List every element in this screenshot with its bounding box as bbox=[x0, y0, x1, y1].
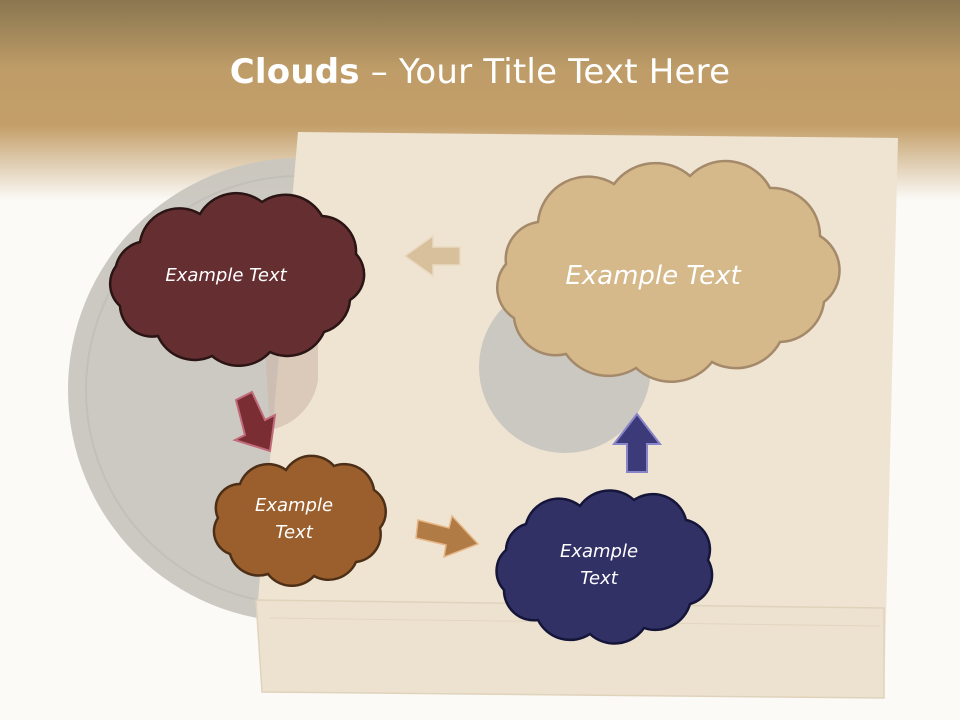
cloud-middle-left-label: Example Text bbox=[232, 492, 356, 546]
cloud-bottom-right bbox=[495, 489, 714, 645]
cloud-top-left bbox=[108, 191, 366, 367]
cloud-shapes bbox=[108, 159, 841, 645]
cloud-top-left-label: Example Text bbox=[140, 262, 312, 289]
title-bold: Clouds bbox=[229, 52, 360, 92]
cloud-top-right bbox=[496, 159, 841, 383]
flow-arrows bbox=[232, 234, 663, 559]
cloud-label-line: Text bbox=[275, 522, 313, 543]
cloud-label-line: Text bbox=[580, 568, 618, 589]
slide-title: Clouds – Your Title Text Here bbox=[0, 52, 960, 92]
cloud-middle-left bbox=[212, 454, 387, 588]
arrow-up bbox=[611, 412, 663, 473]
cloud-label-line: Example bbox=[559, 541, 639, 562]
cloud-bottom-right-label: Example Text bbox=[540, 538, 658, 592]
title-rest: Your Title Text Here bbox=[398, 52, 731, 92]
cloud-top-right-label: Example Text bbox=[548, 257, 758, 296]
arrow-left bbox=[403, 234, 461, 278]
cloud-label-line: Example Text bbox=[165, 265, 287, 286]
arrow-right bbox=[415, 514, 480, 559]
arrow-down bbox=[232, 390, 277, 453]
cloud-label-line: Example bbox=[254, 495, 334, 516]
title-dash: – bbox=[359, 52, 399, 92]
cloud-label-line: Example Text bbox=[565, 261, 741, 291]
